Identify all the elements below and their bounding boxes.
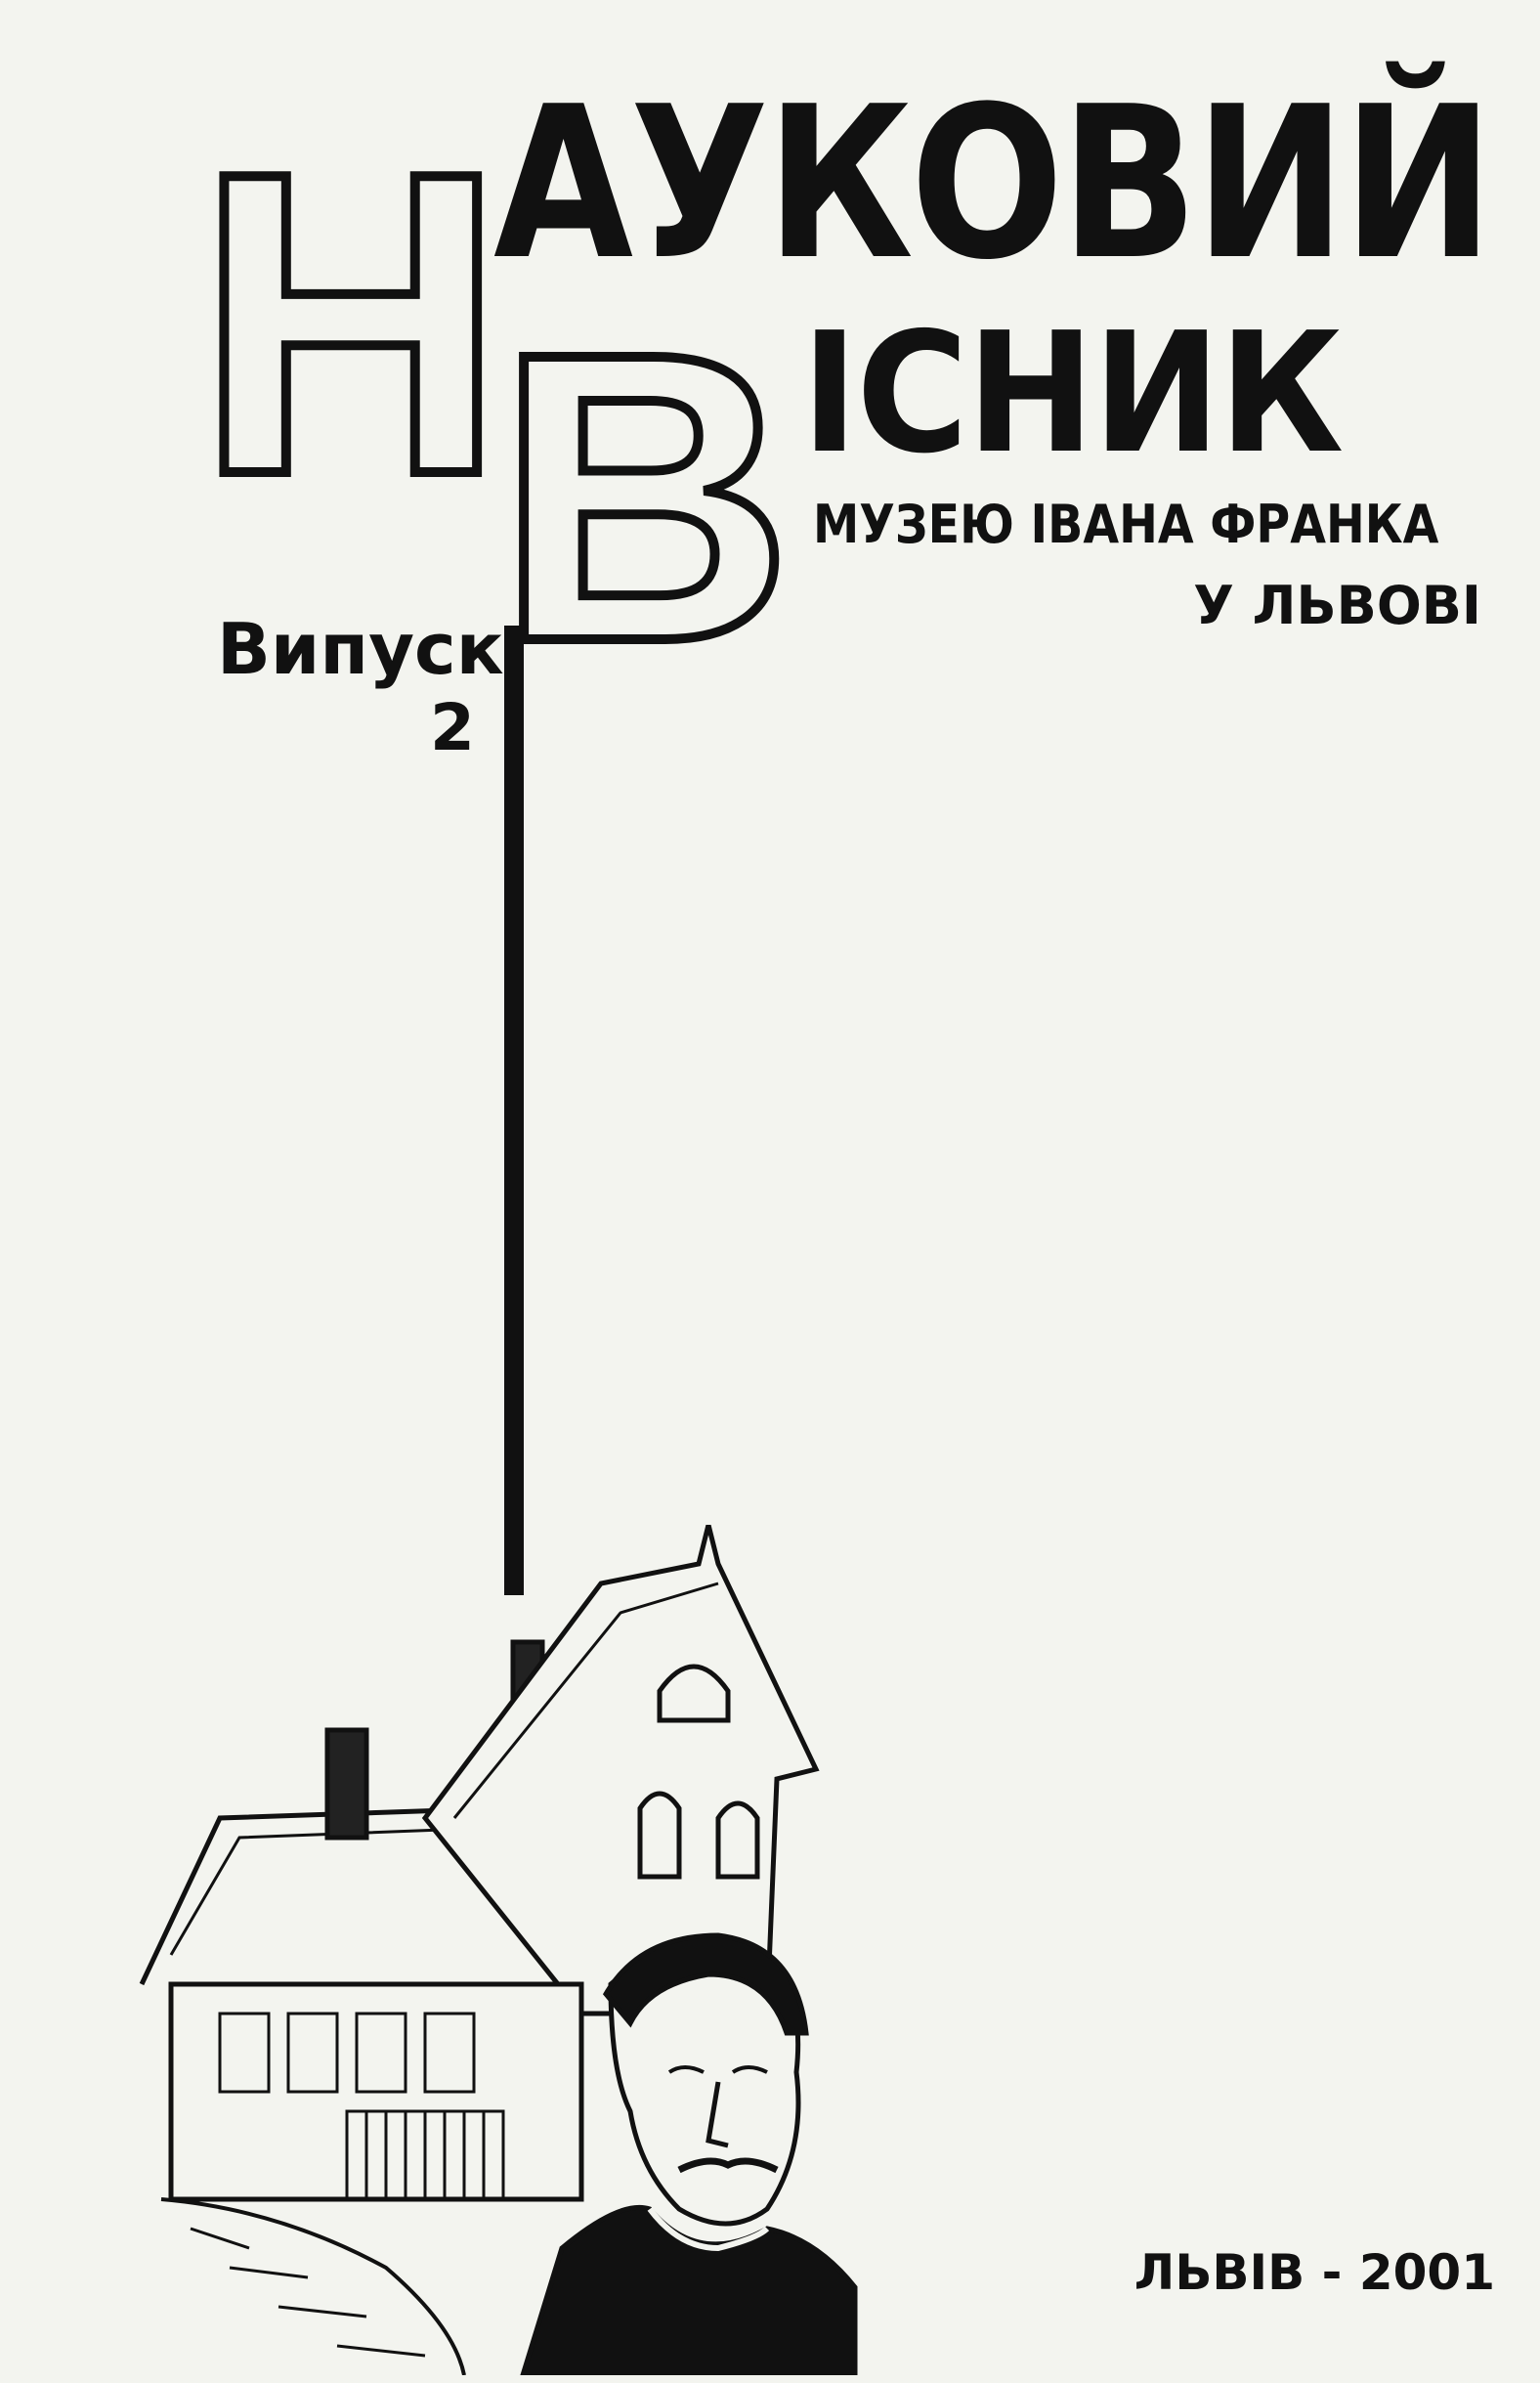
title-initial-n: Н: [191, 84, 511, 564]
vertical-rule: [504, 626, 524, 1595]
issue-number: 2: [430, 690, 475, 765]
title-initial-v: В: [492, 269, 797, 727]
title-word-1: АУКОВИЙ: [493, 61, 1494, 306]
subtitle-line-1: МУЗЕЮ ІВАНА ФРАНКА: [813, 494, 1439, 555]
issue-label: Випуск: [217, 608, 504, 690]
imprint-place-year: ЛЬВІВ - 2001: [1134, 2244, 1495, 2301]
house-and-portrait-illustration: [139, 1525, 858, 2375]
title-word-2: ІСНИК: [801, 297, 1344, 491]
subtitle-line-2: У ЛЬВОВІ: [1193, 575, 1481, 636]
